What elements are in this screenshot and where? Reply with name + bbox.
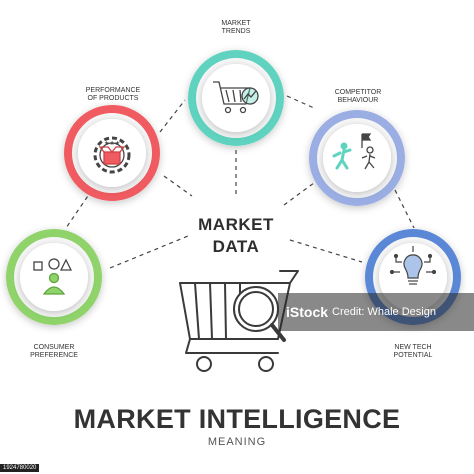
watermark-credit: Credit: Whale Design: [332, 306, 436, 318]
node-competitor-behaviour: [309, 110, 405, 206]
lightbulb-circuit-icon: [389, 246, 437, 285]
shopping-cart-chart-icon: [213, 81, 259, 114]
node-market-trends: [188, 50, 284, 146]
label-performance-of-products: PERFORMANCE OF PRODUCTS: [85, 87, 141, 102]
center-title-line1: MARKET: [198, 215, 274, 234]
gear-box-icon: ★★★: [93, 136, 131, 174]
watermark-brand: iStock: [286, 304, 329, 320]
label-new-tech-potential: NEW TECH POTENTIAL: [393, 344, 433, 359]
stock-id: 1924780020: [0, 464, 40, 472]
svg-text:★★★: ★★★: [104, 140, 120, 147]
people-shapes-icon: [33, 258, 73, 295]
connectors: [65, 95, 415, 269]
page-subtitle: MEANING: [207, 436, 267, 448]
shopping-cart-magnifier-icon: [179, 270, 299, 372]
label-competitor-behaviour: COMPETITOR BEHAVIOUR: [334, 89, 382, 104]
center-title-line2: DATA: [212, 237, 260, 256]
page-title: MARKET INTELLIGENCE: [73, 404, 401, 434]
label-market-trends: MARKET TRENDS: [221, 20, 251, 35]
label-consumer-preference: CONSUMER PREFERENCE: [30, 344, 78, 359]
stock-watermark: iStock Credit: Whale Design: [278, 293, 474, 331]
runners-flag-icon: [332, 133, 376, 170]
node-performance-of-products: ★★★: [64, 105, 160, 201]
node-consumer-preference: [6, 229, 102, 325]
